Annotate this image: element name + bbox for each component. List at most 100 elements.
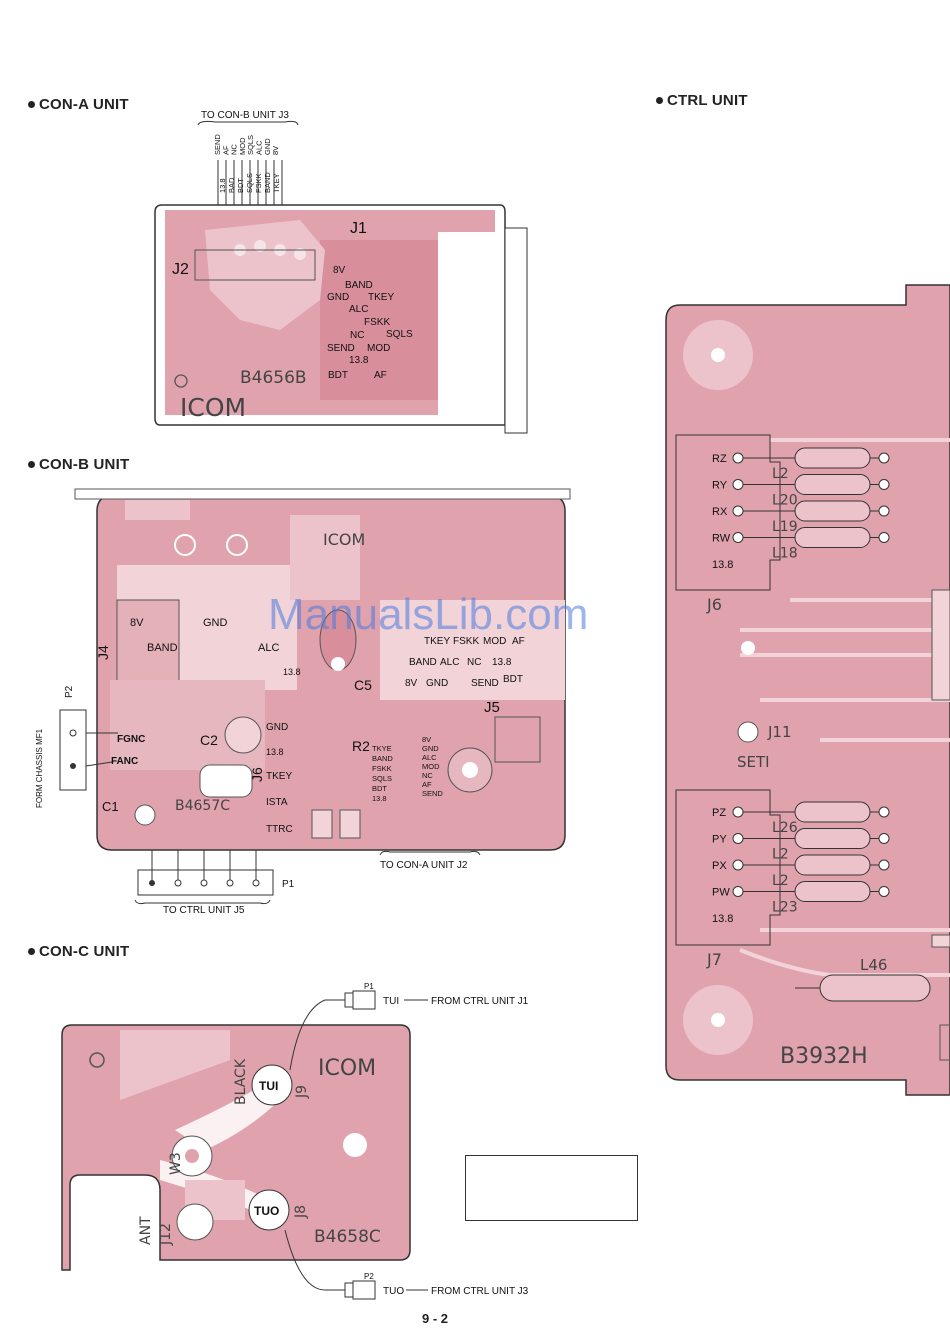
con-b-heading: CON-B UNIT bbox=[28, 456, 129, 473]
conb-j5-list-item: 13.8 bbox=[372, 794, 387, 803]
conc-tui: TUI bbox=[259, 1079, 278, 1093]
pad-gnd: GND bbox=[327, 292, 349, 303]
ctrl-pin-label: PX bbox=[712, 860, 727, 872]
conc-from-j1: FROM CTRL UNIT J1 bbox=[431, 996, 529, 1007]
conb-j5-nc: NC bbox=[467, 657, 481, 668]
con-c-heading: CON-C UNIT bbox=[28, 943, 129, 960]
conb-j5-tkey: TKEY bbox=[424, 636, 450, 647]
pad-bdt: BDT bbox=[328, 370, 348, 381]
conb-pad-alc: ALC bbox=[258, 642, 279, 654]
conb-j5-13-8: 13.8 bbox=[492, 657, 512, 668]
con-b-unit: 8V GND BAND ALC 13.8 TKEY FSKK MOD AF BA… bbox=[35, 488, 571, 916]
ctrl-board-code: B3932H bbox=[780, 1044, 868, 1069]
ctrl-pin-pad bbox=[732, 833, 744, 844]
conb-j5-wire-list: TKYEBANDFSKKSQLSBDT13.88VGNDALCMODNCAFSE… bbox=[372, 735, 443, 803]
con-a-wire-bottom-label: BAND bbox=[263, 172, 272, 193]
conb-r2: R2 bbox=[352, 738, 370, 754]
con-a-wire-top-label: 8V bbox=[271, 146, 280, 155]
conb-j5-list2-item: AF bbox=[422, 780, 432, 789]
ctrl-pin-pad bbox=[732, 479, 744, 490]
con-c-unit: TUI TUO ICOM BLACK J9 W3 ANT J12 J8 B465… bbox=[61, 982, 529, 1300]
conb-j5-list-item: SQLS bbox=[372, 774, 392, 783]
ctrl-pin-label: PW bbox=[712, 887, 730, 899]
ctrl-coil-label: L26 bbox=[772, 820, 798, 836]
ctrl-coil bbox=[794, 854, 871, 876]
conb-j4: J4 bbox=[95, 645, 111, 660]
ctrl-coil-label: L20 bbox=[772, 493, 798, 509]
conb-c2: C2 bbox=[200, 732, 218, 748]
ctrl-pin-pad bbox=[732, 859, 744, 871]
ctrl-coil bbox=[794, 474, 871, 495]
conb-j5-mod: MOD bbox=[483, 636, 506, 647]
conb-j6-tkey: TKEY bbox=[266, 771, 292, 782]
conc-brand: ICOM bbox=[318, 1056, 376, 1081]
ctrl-pin-label: 13.8 bbox=[712, 559, 733, 571]
pad-send: SEND bbox=[327, 343, 355, 354]
con-a-wire-top-label: ALC bbox=[255, 140, 264, 155]
conc-ant: ANT bbox=[138, 1216, 154, 1245]
pad-13-8: 13.8 bbox=[349, 355, 369, 366]
ctrl-pin-pad bbox=[732, 886, 744, 897]
ctrl-coil-pad bbox=[878, 886, 890, 897]
conc-p1: P1 bbox=[364, 982, 374, 991]
ctrl-j7: J7 bbox=[706, 950, 722, 969]
conb-to-ctrl: TO CTRL UNIT J5 bbox=[163, 905, 245, 916]
con-a-to-label: TO CON-B UNIT J3 bbox=[201, 110, 289, 121]
con-a-brand: ICOM bbox=[180, 393, 246, 422]
pad-fskk: FSKK bbox=[364, 317, 390, 328]
conc-tuo: TUO bbox=[254, 1204, 279, 1218]
conb-j5-list2-item: MOD bbox=[422, 762, 440, 771]
pad-band: BAND bbox=[345, 280, 373, 291]
ctrl-pin-pad bbox=[732, 505, 744, 517]
conb-j5-bdt: BDT bbox=[503, 674, 523, 685]
conc-j12: J12 bbox=[158, 1223, 174, 1246]
conb-j5-8v: 8V bbox=[405, 678, 418, 689]
pad-nc: NC bbox=[350, 330, 364, 341]
ctrl-coil bbox=[794, 500, 871, 522]
ctrl-pin-label: 13.8 bbox=[712, 913, 733, 925]
conb-j5-list2-item: ALC bbox=[422, 753, 437, 762]
con-a-wire-bottom-label: BAD bbox=[227, 177, 236, 193]
ctrl-pin-label: RW bbox=[712, 533, 731, 545]
con-a-wire-top-label: NC bbox=[230, 144, 239, 155]
con-a-j1: J1 bbox=[350, 220, 367, 237]
con-a-board-code: B4656B bbox=[240, 368, 307, 388]
conb-pad-band: BAND bbox=[147, 642, 178, 654]
conc-p2: P2 bbox=[364, 1272, 374, 1281]
conc-j9: J9 bbox=[294, 1085, 310, 1099]
conb-j5-fskk: FSKK bbox=[453, 636, 479, 647]
ctrl-coil bbox=[794, 801, 871, 823]
ctrl-coil-label: L18 bbox=[772, 546, 798, 562]
ctrl-coil-label: L23 bbox=[772, 900, 798, 916]
ctrl-coil bbox=[794, 828, 871, 849]
conb-j6-ista: ISTA bbox=[266, 797, 288, 808]
conb-fgnc: FGNC bbox=[117, 734, 145, 745]
conb-pad-gnd: GND bbox=[203, 617, 228, 629]
conb-j5-list2-item: SEND bbox=[422, 789, 443, 798]
conb-j5-list-item: BAND bbox=[372, 754, 393, 763]
conb-j5-list2-item: 8V bbox=[422, 735, 431, 744]
ctrl-j11: J11 bbox=[767, 723, 792, 741]
ctrl-coil-label: L2 bbox=[772, 873, 789, 889]
page-number: 9 - 2 bbox=[422, 1311, 449, 1326]
ctrl-pin-pad bbox=[732, 806, 744, 818]
empty-box bbox=[465, 1155, 638, 1221]
pad-tkey: TKEY bbox=[368, 292, 394, 303]
ctrl-seti: SETI bbox=[737, 753, 770, 771]
conb-j5-send: SEND bbox=[471, 678, 499, 689]
ctrl-coil-pad bbox=[878, 452, 890, 464]
con-a-wire-top-label: AF bbox=[221, 145, 230, 155]
conb-j5-gnd: GND bbox=[426, 678, 448, 689]
conc-tuo-wire: TUO bbox=[383, 1286, 404, 1297]
conc-w3: W3 bbox=[168, 1152, 184, 1175]
ctrl-pin-label: PZ bbox=[712, 807, 726, 819]
ctrl-j6: J6 bbox=[706, 595, 722, 614]
con-a-wire-bottom-label: TKEY bbox=[272, 173, 281, 193]
pad-af: AF bbox=[374, 370, 387, 381]
ctrl-coil-pad bbox=[878, 505, 890, 517]
